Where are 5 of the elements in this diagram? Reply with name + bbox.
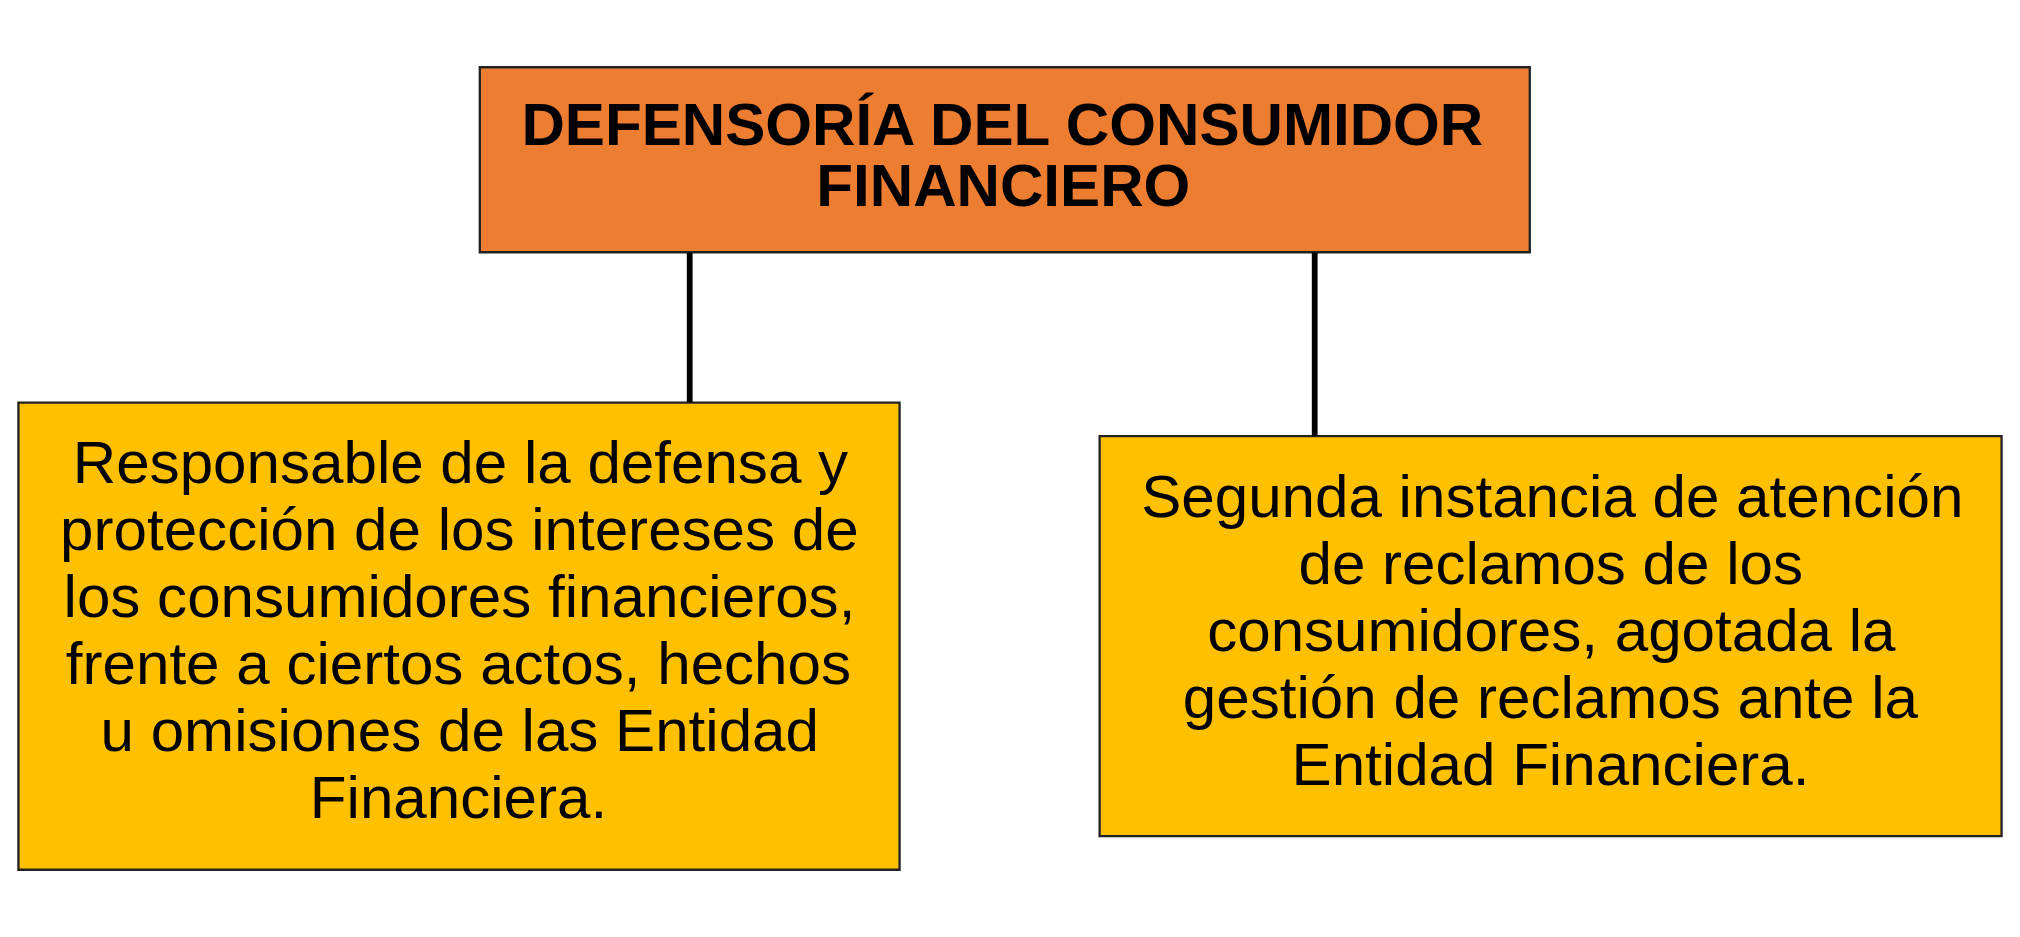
connector (1311, 252, 1318, 436)
node-box: Segunda instancia de atención de reclamos de los consumidores, agotada la gestión de reclamos ante la Entidad Financiera. (1098, 434, 2003, 838)
node-box: Responsable de la defensa y protección de los intereses de los consumidores financieros, frente a ciertos actos, hechos u omisiones de las Entidad Financiera. (17, 401, 901, 871)
node-box: DEFENSORÍA DEL CONSUMIDOR FINANCIERO (478, 66, 1531, 254)
connector (686, 252, 693, 403)
